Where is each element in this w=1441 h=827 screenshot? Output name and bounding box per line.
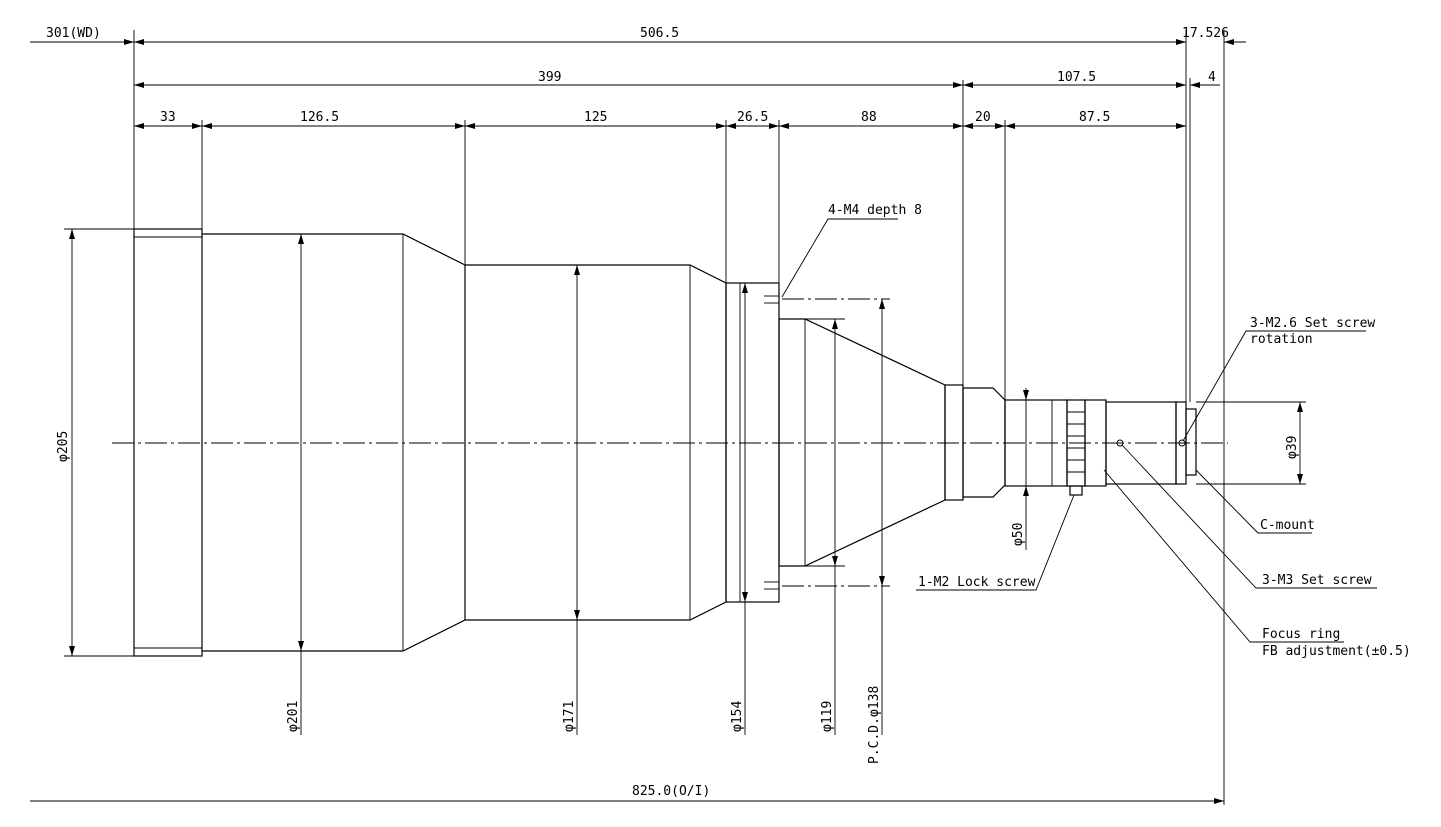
top-dimension-lines	[30, 30, 1246, 805]
rear-barrel	[962, 387, 1006, 498]
seg-6-label: 20	[975, 110, 991, 125]
lock-screw-head	[1069, 485, 1083, 496]
diameter-154-label: φ154	[730, 701, 745, 732]
seg-2-label: 126.5	[300, 110, 339, 125]
rear-length-label: 107.5	[1057, 70, 1096, 85]
callout-leaders	[781, 218, 1377, 643]
seg-4-label: 26.5	[737, 110, 768, 125]
lock-screw-callout: 1-M2 Lock screw	[918, 575, 1036, 590]
front-hood	[133, 228, 203, 657]
diameter-39-label: φ39	[1285, 436, 1300, 459]
seg-5-label: 88	[861, 110, 877, 125]
body-length-label: 399	[538, 70, 561, 85]
fb-adjustment-callout: FB adjustment(±0.5)	[1262, 644, 1411, 659]
front-barrel	[202, 233, 466, 652]
diameter-119-label: φ119	[820, 701, 835, 732]
flange-back-label: 17.526	[1182, 26, 1229, 41]
wd-label: 301(WD)	[46, 26, 101, 41]
mount-thickness-label: 4	[1208, 70, 1216, 85]
c-mount-callout: C-mount	[1260, 518, 1315, 533]
diameter-50-label: φ50	[1011, 523, 1026, 546]
rear-step	[944, 384, 964, 501]
tapped-holes-callout: 4-M4 depth 8	[828, 203, 922, 218]
total-length-label: 506.5	[640, 26, 679, 41]
set-screw-m26-rotation: rotation	[1250, 332, 1313, 347]
mid-barrel	[465, 264, 727, 621]
m3-set-screw-mark	[1116, 439, 1124, 447]
diameter-171-label: φ171	[562, 701, 577, 732]
m26-set-screw-mark	[1178, 439, 1186, 447]
focus-ring-callout: Focus ring	[1262, 627, 1340, 642]
set-screw-m26-callout: 3-M2.6 Set screw	[1250, 316, 1375, 331]
c-mount-thread	[1185, 408, 1197, 476]
seg-7-label: 87.5	[1079, 110, 1110, 125]
lens-outline	[133, 228, 1197, 657]
oi-distance-label: 825.0(O/I)	[632, 784, 710, 799]
seg-3-label: 125	[584, 110, 607, 125]
pcd-138-label: P.C.D.φ138	[867, 686, 882, 764]
set-screw-m3-callout: 3-M3 Set screw	[1262, 573, 1372, 588]
tapped-hole-marks	[764, 295, 779, 590]
mounting-flange	[725, 282, 780, 603]
diameter-201-label: φ201	[286, 701, 301, 732]
seg-1-label: 33	[160, 110, 176, 125]
oi-dimension-line	[30, 798, 1224, 804]
tapered-cone	[778, 318, 946, 567]
diameter-dimension-lines	[64, 228, 1306, 735]
diameter-205-label: φ205	[56, 431, 71, 462]
